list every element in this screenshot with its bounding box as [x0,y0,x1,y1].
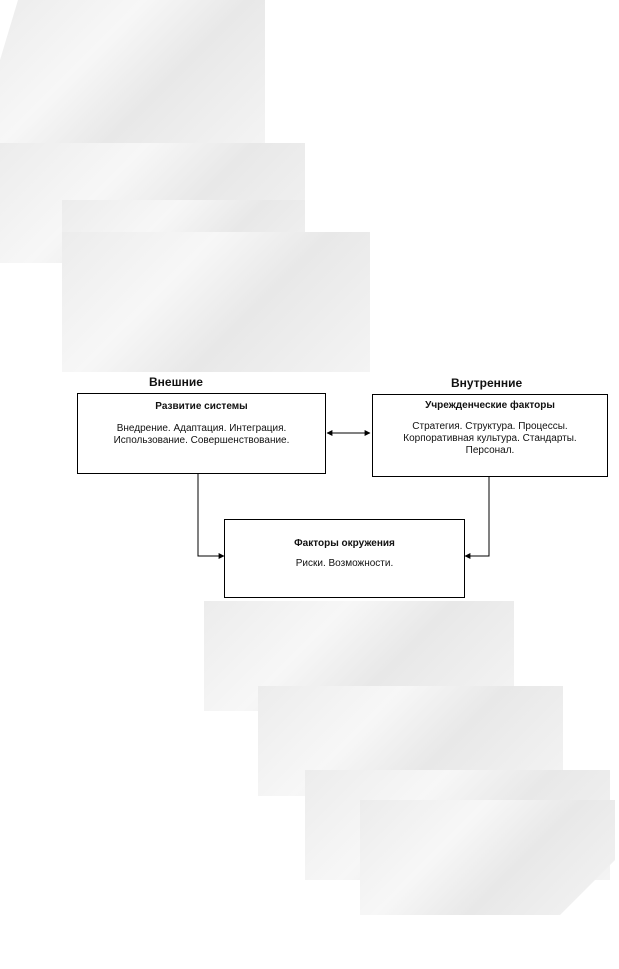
arrow-system-to-environment [197,474,225,559]
label-internal: Внутренние [451,376,523,390]
box-institutional-factors-line1: Стратегия. Структура. Процессы. [412,421,568,432]
background-block-8 [360,800,615,915]
box-system-development-line2: Использование. Совершенствование. [113,435,290,446]
box-system-development-line1: Внедрение. Адаптация. Интеграция. [116,423,287,434]
box-institutional-factors-title: Учрежденческие факторы [425,400,555,411]
box-institutional-factors: Учрежденческие факторы Стратегия. Структ… [372,394,608,477]
box-environment-factors-title: Факторы окружения [294,538,395,549]
box-system-development-body: Внедрение. Адаптация. Интеграция. Исполь… [78,423,325,447]
box-institutional-factors-body: Стратегия. Структура. Процессы. Корпорат… [373,421,607,457]
arrow-institutional-to-environment [464,477,490,559]
box-system-development: Развитие системы Внедрение. Адаптация. И… [77,393,326,474]
box-institutional-factors-line3: Персонал. [465,445,515,456]
box-environment-factors: Факторы окружения Риски. Возможности. [224,519,465,598]
box-environment-factors-body: Риски. Возможности. [225,558,464,570]
background-block-1 [0,0,265,148]
box-environment-factors-line1: Риски. Возможности. [295,558,394,569]
box-system-development-title: Развитие системы [155,401,248,412]
background-block-4 [62,232,370,372]
label-external: Внешние [149,375,203,389]
box-institutional-factors-line2: Корпоративная культура. Стандарты. [403,433,577,444]
